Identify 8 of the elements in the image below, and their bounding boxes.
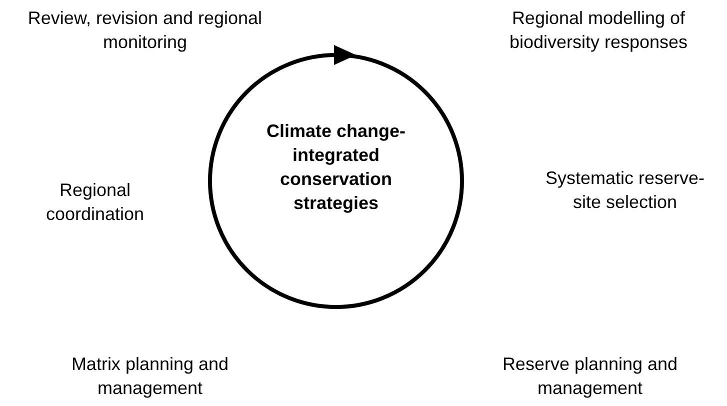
stage-label: Review, revision and regional monitoring	[26, 7, 264, 54]
stage-label: Systematic reserve-site selection	[544, 167, 706, 214]
center-title: Climate change-integrated conservation strategies	[266, 120, 406, 215]
stage-label: Reserve planning and management	[501, 353, 679, 400]
cycle-circle	[208, 53, 464, 309]
stage-label: Regional modelling of biodiversity responses	[508, 7, 689, 54]
stage-label: Matrix planning and management	[70, 353, 230, 400]
stage-label: Regional coordination	[44, 179, 146, 226]
